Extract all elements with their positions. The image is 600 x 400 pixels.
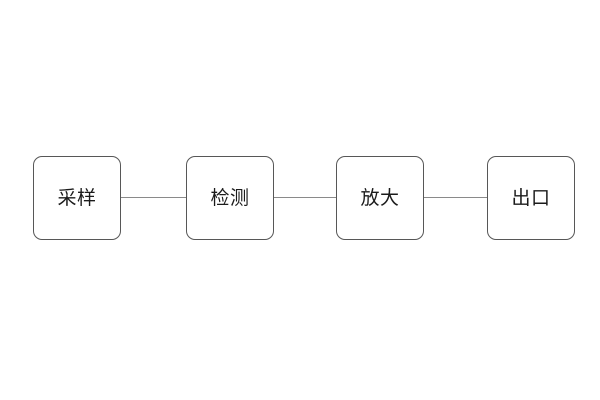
connector-sampling-to-detection xyxy=(121,197,186,198)
flow-node-label: 采样 xyxy=(57,186,97,209)
flowchart: 采样 检测 放大 出口 xyxy=(33,156,575,240)
flow-node-label: 放大 xyxy=(360,186,400,209)
connector-amplification-to-outlet xyxy=(424,197,487,198)
connector-detection-to-amplification xyxy=(274,197,336,198)
flow-node-label: 出口 xyxy=(511,186,551,209)
flow-node-detection[interactable]: 检测 xyxy=(186,156,274,240)
flow-node-outlet[interactable]: 出口 xyxy=(487,156,575,240)
flow-node-amplification[interactable]: 放大 xyxy=(336,156,424,240)
flow-node-label: 检测 xyxy=(210,186,250,209)
flow-node-sampling[interactable]: 采样 xyxy=(33,156,121,240)
